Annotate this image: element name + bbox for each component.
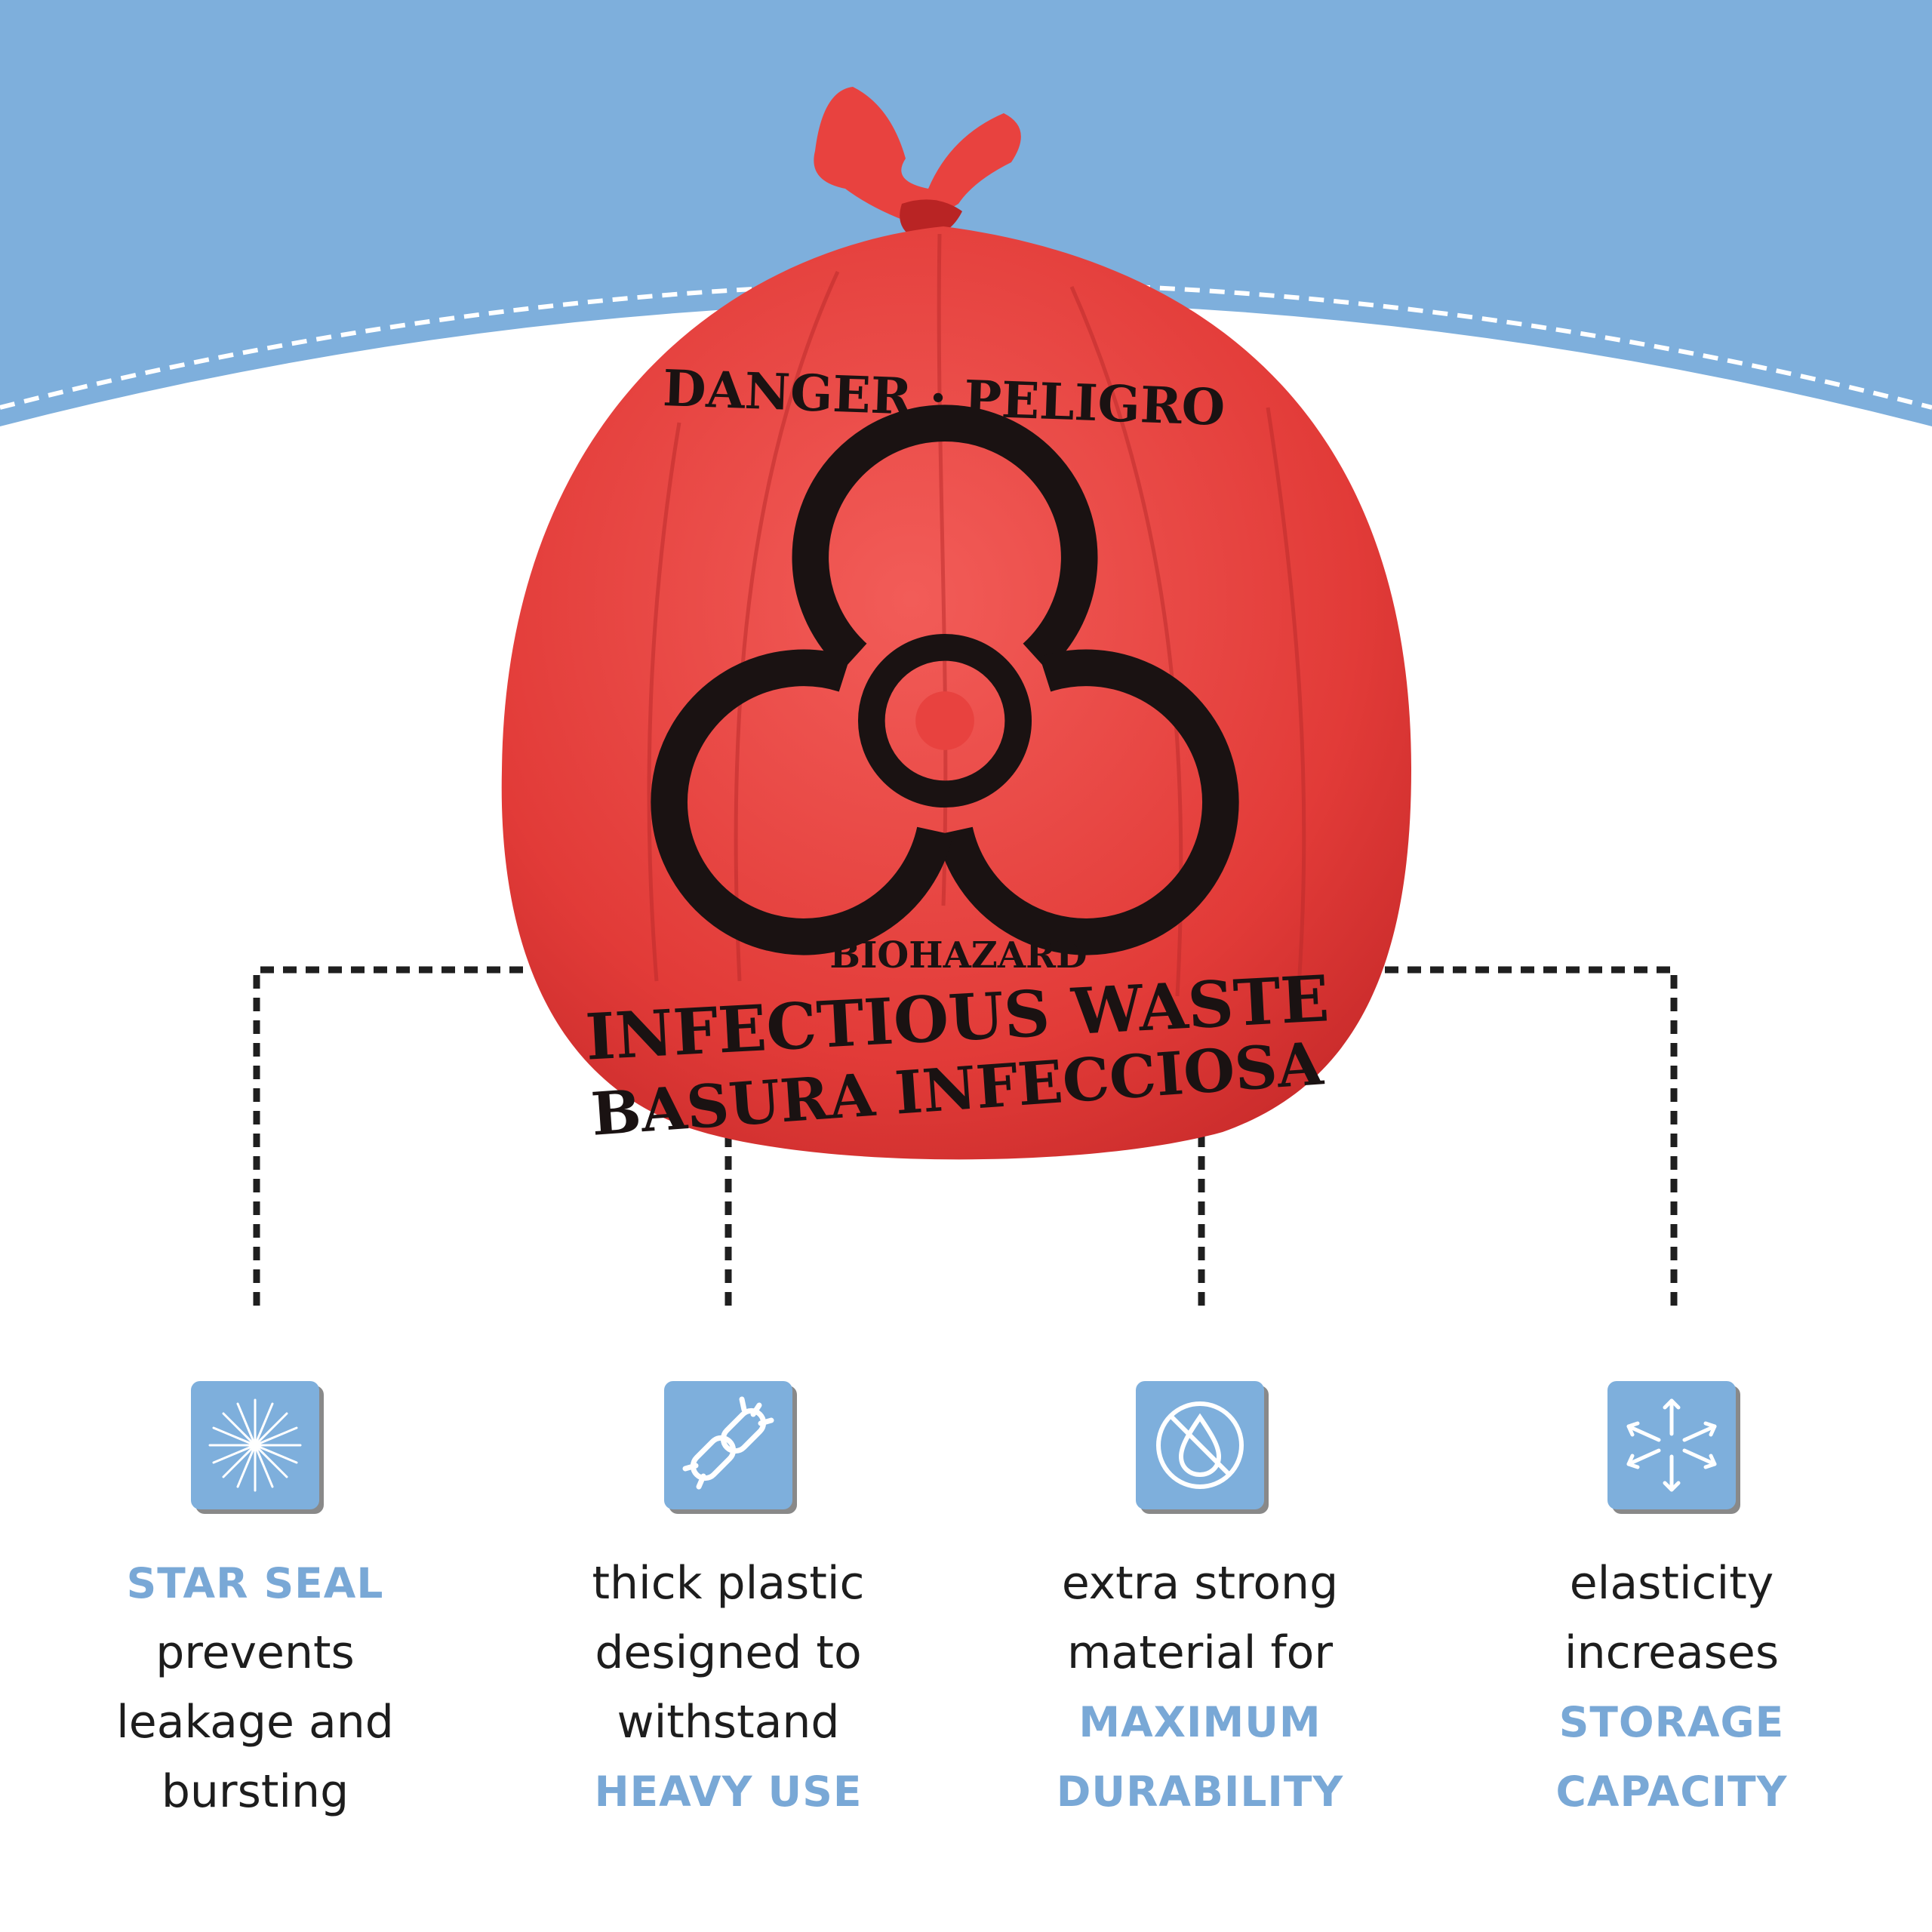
feature-highlight: STORAGE: [1558, 1698, 1785, 1746]
expand-arrows-icon: [1626, 1398, 1717, 1492]
feature-highlight: CAPACITY: [1555, 1767, 1788, 1816]
feature-thick-plastic: thick plastic designed to withstand HEAV…: [517, 1381, 940, 1826]
feature-text: thick plastic: [592, 1557, 865, 1610]
biohazard-symbol-icon: [651, 405, 1239, 955]
sky-band: [0, 0, 1932, 426]
feature-highlight: HEAVY USE: [594, 1767, 863, 1816]
feature-icon-tile: [191, 1381, 319, 1509]
feature-highlight: DURABILITY: [1056, 1767, 1344, 1816]
feature-text: elasticity: [1569, 1557, 1774, 1610]
feature-text: extra strong: [1061, 1557, 1339, 1610]
star-burst-icon: [208, 1398, 302, 1492]
feature-text: increases: [1564, 1626, 1780, 1679]
feature-icon-tile: [1136, 1381, 1264, 1509]
feature-icon-tile: [1607, 1381, 1736, 1509]
feature-extra-strong: extra strong material for MAXIMUM DURABI…: [989, 1381, 1411, 1826]
no-leak-drop-icon: [1156, 1401, 1244, 1489]
connector-lines: [253, 966, 1678, 1306]
feature-text: withstand: [617, 1696, 840, 1749]
feature-text: bursting: [161, 1765, 349, 1818]
bag-symbol-label: BIOHAZARD: [829, 934, 1087, 977]
feature-highlight: STAR SEAL: [126, 1559, 384, 1607]
chain-link-icon: [682, 1396, 774, 1490]
feature-icon-tile: [664, 1381, 792, 1509]
bag-tie: [814, 87, 1021, 238]
feature-text: leakage and: [116, 1696, 394, 1749]
feature-star-seal: STAR SEAL prevents leakage and bursting: [44, 1381, 466, 1826]
feature-text: material for: [1066, 1626, 1333, 1679]
feature-elasticity: elasticity increases STORAGE CAPACITY: [1460, 1381, 1883, 1826]
feature-text: prevents: [155, 1626, 355, 1679]
feature-highlight: MAXIMUM: [1078, 1698, 1321, 1746]
feature-text: designed to: [595, 1626, 862, 1679]
